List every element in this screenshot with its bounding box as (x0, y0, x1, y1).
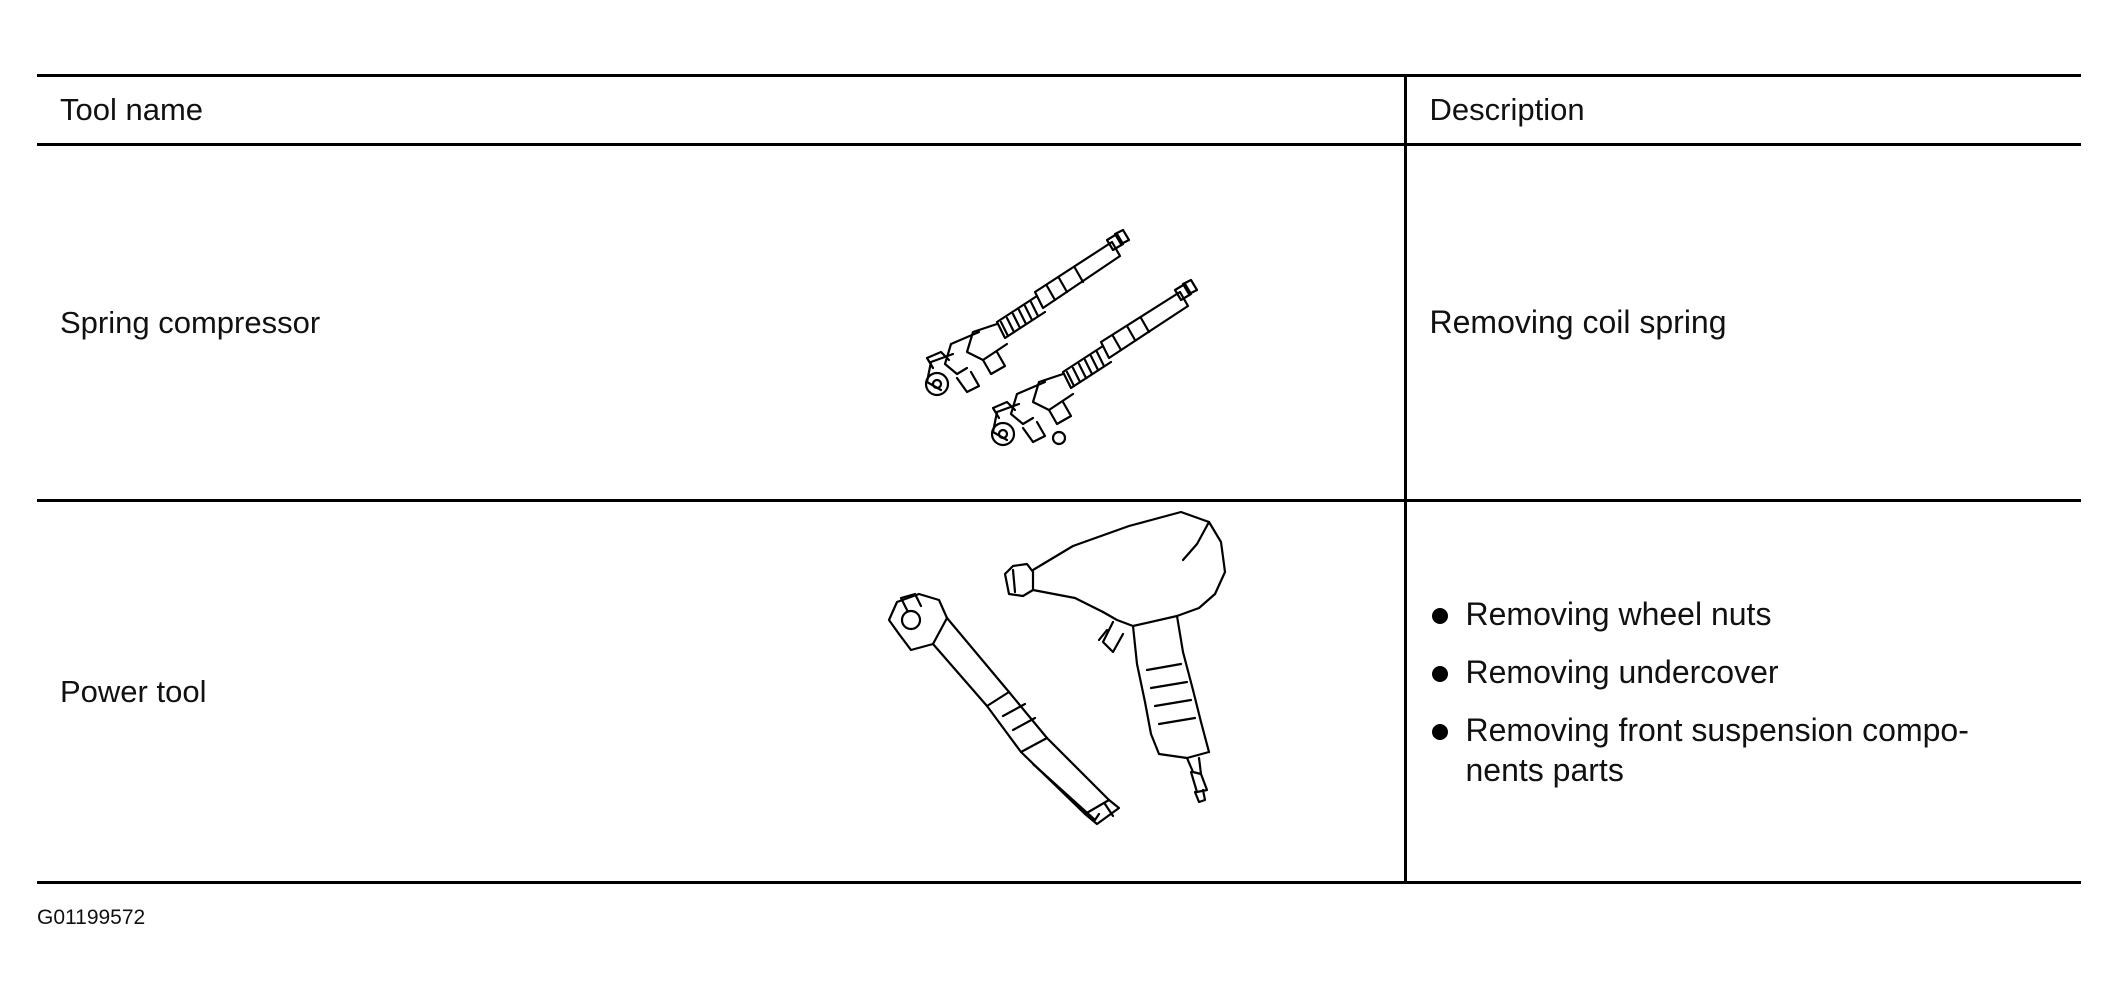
table-header-row: Tool name Description (37, 74, 2081, 146)
tool-description: Removing coil spring (1403, 144, 2081, 502)
list-item: Removing wheel nuts (1430, 594, 2026, 634)
tool-name-cell: Spring compressor (37, 144, 1405, 502)
tool-name: Spring compressor (60, 304, 321, 340)
tool-description: Removing wheel nuts Removing undercover … (1403, 500, 2082, 884)
tool-table: Tool name Description Spring compressor (37, 74, 2081, 884)
list-item-text: Removing front suspension compo-nents pa… (1465, 711, 1969, 788)
bullet-icon (1431, 723, 1448, 740)
header-tool-name: Tool name (37, 74, 1405, 146)
list-item: Removing undercover (1430, 652, 2026, 692)
tool-name-cell: Power tool (37, 500, 1405, 884)
tool-name: Power tool (60, 673, 207, 709)
header-description: Description (1403, 74, 2081, 146)
list-item-text: Removing wheel nuts (1465, 595, 1772, 632)
table-row: Power tool (37, 500, 2082, 884)
power-tools-illustration (887, 510, 1227, 826)
bullet-icon (1431, 607, 1448, 624)
table-row: Spring compressor (37, 144, 2081, 502)
figure-code: G01199572 (37, 906, 146, 929)
bullet-icon (1431, 665, 1448, 682)
description-bullet-list: Removing wheel nuts Removing undercover … (1430, 594, 2082, 790)
spring-compressor-illustration (924, 228, 1199, 447)
list-item-text: Removing undercover (1465, 653, 1779, 690)
list-item: Removing front suspension compo-nents pa… (1430, 710, 2026, 790)
